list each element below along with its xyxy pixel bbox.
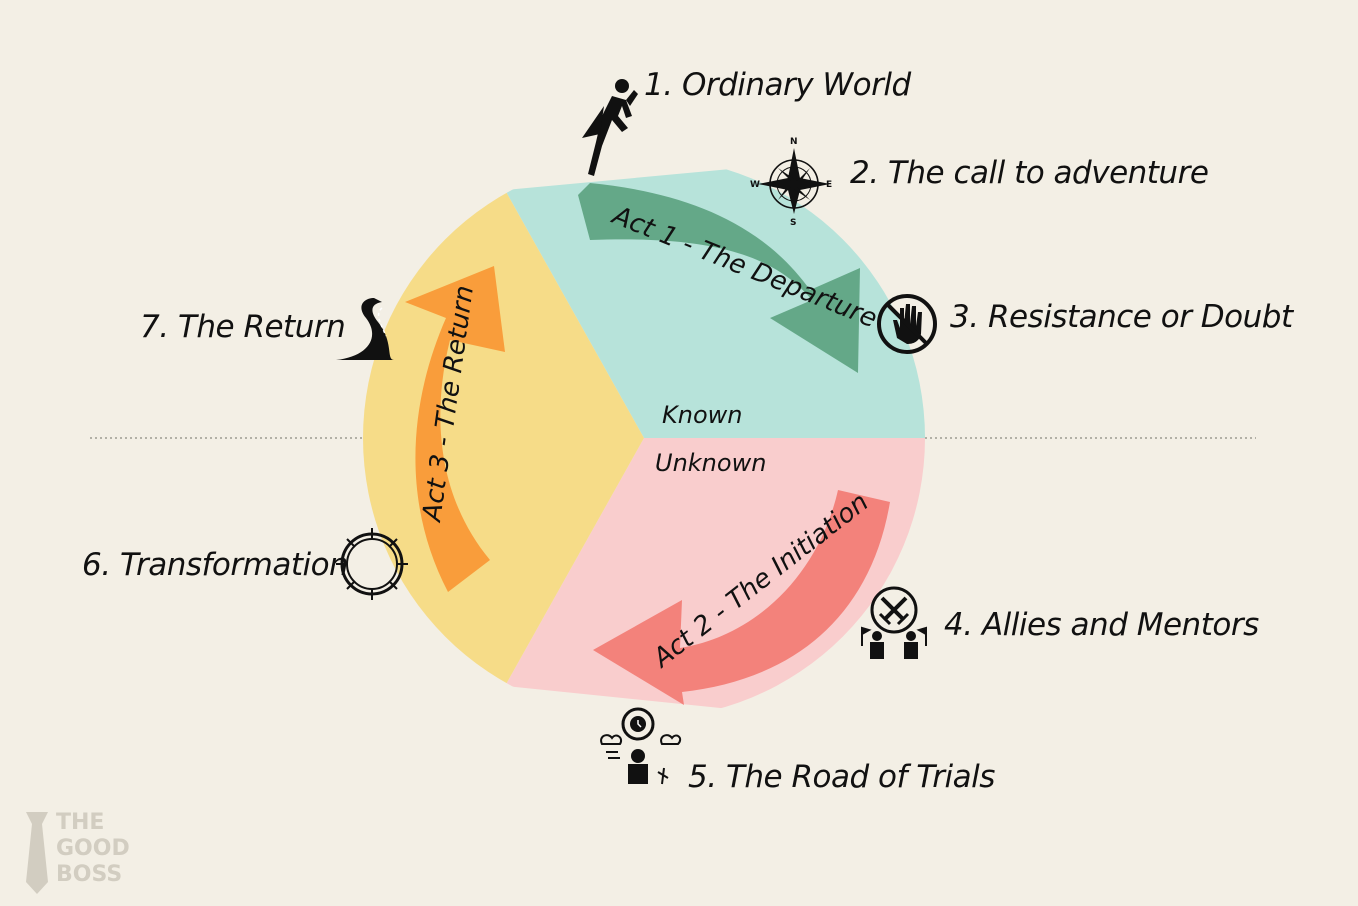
the-good-boss-logo: THE GOOD BOSS bbox=[22, 812, 142, 892]
stage-1-number: 1. bbox=[644, 67, 673, 103]
stage-5-label: 5. The Road of Trials bbox=[688, 762, 995, 793]
act-1-arrow bbox=[578, 183, 860, 373]
logo-line-1: THE bbox=[56, 810, 105, 835]
stage-3-label: 3. Resistance or Doubt bbox=[950, 302, 1293, 333]
stage-3-number: 3. bbox=[950, 299, 979, 335]
compass-s-label: S bbox=[790, 218, 796, 228]
stage-2-number: 2. bbox=[850, 155, 879, 191]
logo-line-3: BOSS bbox=[56, 862, 123, 887]
logo-line-2: GOOD bbox=[56, 836, 130, 861]
compass-e-label: E bbox=[826, 180, 832, 190]
tie-icon bbox=[26, 812, 48, 894]
compass-n-label: N bbox=[790, 137, 798, 147]
trials-person-icon bbox=[600, 707, 682, 785]
stop-hand-icon bbox=[877, 294, 937, 354]
stage-1-title: Ordinary World bbox=[681, 67, 911, 103]
stage-5-title: The Road of Trials bbox=[725, 759, 995, 795]
running-hero-icon bbox=[582, 79, 638, 176]
stage-4-number: 4. bbox=[944, 607, 973, 643]
stage-6-number: 6. bbox=[82, 547, 111, 583]
winding-road-icon bbox=[336, 298, 394, 360]
act-3-arrow bbox=[405, 266, 505, 592]
stage-7-number: 7. bbox=[140, 309, 169, 345]
stage-5-number: 5. bbox=[688, 759, 717, 795]
compass-icon: N E S W bbox=[750, 137, 832, 228]
stage-7-label: 7. The Return bbox=[140, 309, 346, 345]
stage-4-label: 4. Allies and Mentors bbox=[944, 610, 1259, 641]
crossed-swords-allies-icon bbox=[861, 586, 927, 659]
stage-2-label: 2. The call to adventure bbox=[850, 155, 1209, 191]
stage-6-label: 6. Transformation bbox=[82, 547, 349, 583]
stage-6-title: Transformation bbox=[119, 547, 349, 583]
act-2-arrow bbox=[593, 490, 890, 705]
unknown-label: Unknown bbox=[655, 449, 767, 477]
stage-7-title: The Return bbox=[177, 309, 346, 345]
stage-1-label: 1. Ordinary World bbox=[644, 70, 911, 101]
compass-w-label: W bbox=[750, 180, 760, 190]
stage-2-title: The call to adventure bbox=[887, 155, 1209, 191]
known-label: Known bbox=[662, 401, 743, 429]
stage-4-title: Allies and Mentors bbox=[981, 607, 1259, 643]
thorn-crown-icon bbox=[336, 528, 408, 600]
stage-3-title: Resistance or Doubt bbox=[987, 299, 1293, 335]
